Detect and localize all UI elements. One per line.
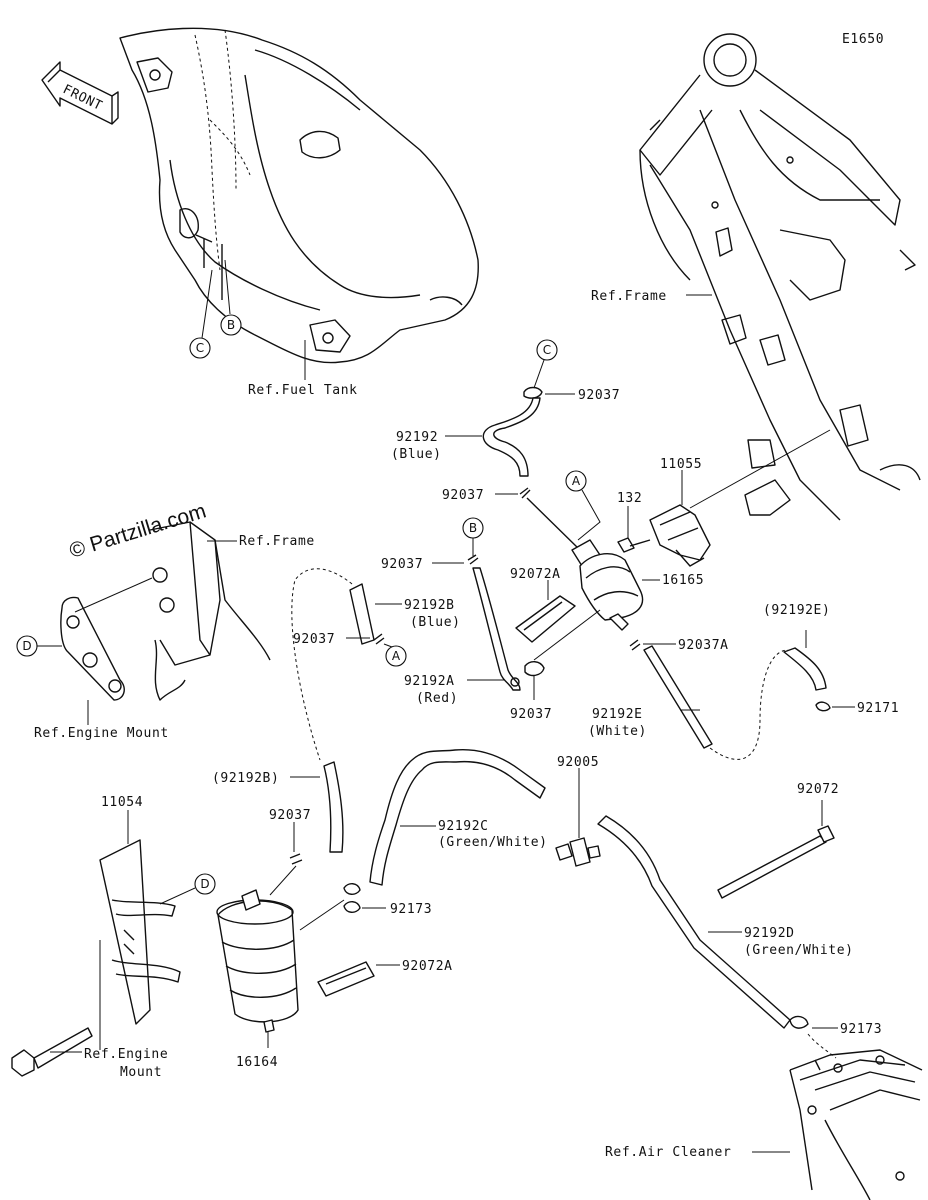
svg-text:D: D xyxy=(22,639,31,653)
svg-text:C: C xyxy=(543,343,551,357)
part-92037-can: 92037 xyxy=(269,808,311,823)
part-92005: 92005 xyxy=(557,755,599,770)
part-92173-bottom: 92173 xyxy=(840,1022,882,1037)
marker-b-mid: B xyxy=(462,517,484,539)
clamp-92037-low xyxy=(524,661,545,677)
engine-mount-drawing xyxy=(60,521,271,701)
part-92173-mid: 92173 xyxy=(390,902,432,917)
part-92192b-color: (Blue) xyxy=(410,615,461,630)
ref-air-cleaner: Ref.Air Cleaner xyxy=(605,1145,731,1160)
ref-engine-mount-bottom-2: Mount xyxy=(120,1065,162,1080)
ref-engine-mount-bottom-1: Ref.Engine xyxy=(84,1047,168,1062)
part-92037-left: 92037 xyxy=(293,632,335,647)
part-16165: 16165 xyxy=(662,573,704,588)
band-92072a-top xyxy=(515,595,576,643)
part-92192c: 92192C xyxy=(438,819,489,834)
part-92171: 92171 xyxy=(857,701,899,716)
marker-a-lower: A xyxy=(385,645,407,667)
part-11054: 11054 xyxy=(101,795,143,810)
svg-text:A: A xyxy=(392,649,401,663)
marker-d-left: D xyxy=(16,635,38,657)
part-92072a-top: 92072A xyxy=(510,567,561,582)
part-92192b-paren: (92192B) xyxy=(212,771,279,786)
marker-a-filter: A xyxy=(565,470,587,492)
part-11055: 11055 xyxy=(660,457,702,472)
part-92192e-color: (White) xyxy=(588,724,647,739)
marker-d-bottom: D xyxy=(194,873,216,895)
part-132: 132 xyxy=(617,491,642,506)
part-92072: 92072 xyxy=(797,782,839,797)
marker-c-upper: C xyxy=(536,339,558,361)
fuel-filter-16165 xyxy=(571,539,644,631)
ref-frame-left: Ref.Frame xyxy=(239,534,315,549)
bolt-engine-mount xyxy=(11,1027,93,1077)
part-92192d-color: (Green/White) xyxy=(744,943,854,958)
clamp-92037-top xyxy=(523,386,543,399)
part-92037-top: 92037 xyxy=(578,388,620,403)
marker-c-top: C xyxy=(189,337,211,359)
svg-text:B: B xyxy=(469,521,477,535)
band-92072a-bottom xyxy=(317,961,375,997)
frame-drawing xyxy=(639,33,921,521)
part-92192-color: (Blue) xyxy=(391,447,442,462)
watermark: © Partzilla.com xyxy=(67,499,209,562)
part-92192a: 92192A xyxy=(404,674,455,689)
bolt-132 xyxy=(617,537,651,553)
front-arrow: FRONT xyxy=(41,61,119,125)
part-92192b: 92192B xyxy=(404,598,455,613)
canister-16164 xyxy=(216,889,299,1033)
part-92192d: 92192D xyxy=(744,926,795,941)
marker-b-top: B xyxy=(220,314,242,336)
ref-engine-mount-top: Ref.Engine Mount xyxy=(34,726,169,741)
shield-11054 xyxy=(99,839,181,1025)
part-92037a: 92037A xyxy=(678,638,729,653)
part-92192a-color: (Red) xyxy=(416,691,458,706)
svg-text:D: D xyxy=(200,877,209,891)
part-92037-b: 92037 xyxy=(381,557,423,572)
part-16164: 16164 xyxy=(236,1055,278,1070)
air-cleaner-drawing xyxy=(789,1049,923,1200)
part-92192: 92192 xyxy=(396,430,438,445)
ref-fuel-tank: Ref.Fuel Tank xyxy=(248,383,358,398)
svg-text:A: A xyxy=(572,474,581,488)
part-92037-low: 92037 xyxy=(510,707,552,722)
diagram-code: E1650 xyxy=(842,32,884,47)
svg-text:C: C xyxy=(196,341,204,355)
svg-text:B: B xyxy=(227,318,235,332)
ref-frame-top: Ref.Frame xyxy=(591,289,667,304)
part-92192c-color: (Green/White) xyxy=(438,835,548,850)
part-92192e-paren: (92192E) xyxy=(763,603,830,618)
part-92192e: 92192E xyxy=(592,707,643,722)
bracket-11055 xyxy=(649,504,711,567)
part-92037-mid: 92037 xyxy=(442,488,484,503)
part-92072a-bottom: 92072A xyxy=(402,959,453,974)
fuel-tank-drawing xyxy=(119,27,479,364)
tie-92072 xyxy=(717,825,835,899)
joint-92005 xyxy=(555,837,601,867)
